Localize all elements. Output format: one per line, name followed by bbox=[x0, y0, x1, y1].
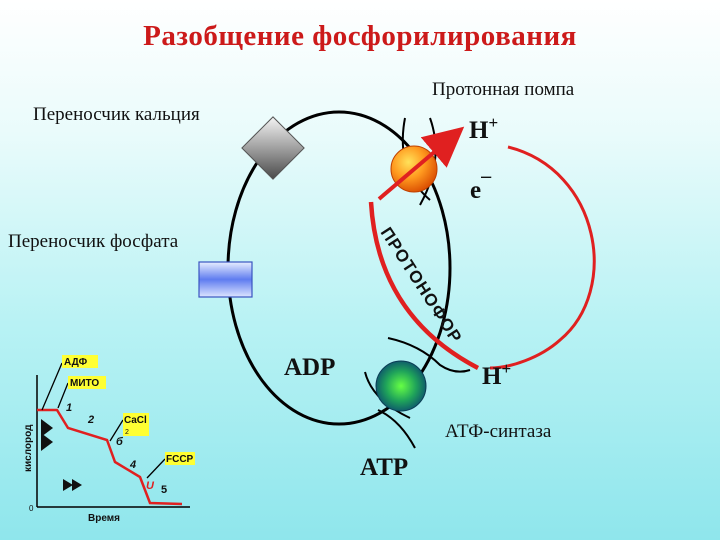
atp-label: ATP bbox=[360, 454, 409, 481]
tag-fccp: FCCP bbox=[166, 454, 194, 465]
page-title: Разобщение фосфорилирования bbox=[143, 20, 577, 52]
oxygen-trace bbox=[37, 408, 183, 506]
electron-label: e– bbox=[470, 165, 492, 204]
calcium-carrier bbox=[241, 116, 305, 180]
tag-fccp-bg bbox=[165, 452, 195, 465]
tag-cacl-subscript: 2 bbox=[125, 429, 129, 436]
segment-1: 1 bbox=[66, 402, 72, 414]
synthase-band-lower bbox=[377, 409, 416, 449]
adp-label: ADP bbox=[284, 354, 336, 381]
segment-3: б bbox=[116, 436, 124, 448]
calcium-carrier-label: Переносчик кальция bbox=[33, 104, 200, 125]
segment-u: U bbox=[146, 480, 155, 492]
inset-origin: 0 bbox=[29, 504, 34, 513]
vertical-scale-arrow-icon bbox=[41, 419, 53, 437]
time-scale-arrow-2-icon bbox=[72, 479, 82, 491]
atp-synthase bbox=[375, 360, 427, 412]
time-scale-arrow-icon bbox=[63, 479, 73, 491]
inset-y-label: кислород bbox=[23, 424, 34, 472]
segment-5: 5 bbox=[161, 484, 167, 496]
oxygen-trace-inset: АДФ МИТО CaCl 2 FCCP 1 2 б 4 U 5 кислоро… bbox=[23, 355, 195, 524]
pointer-fccp bbox=[146, 458, 166, 479]
pointer-mito bbox=[57, 382, 69, 409]
proton-pump-label: Протонная помпа bbox=[432, 79, 575, 100]
pointer-adp bbox=[41, 362, 63, 411]
atp-synthase-label: АТФ-синтаза bbox=[445, 421, 552, 442]
pump-arrow bbox=[377, 126, 465, 201]
vertical-scale-arrow-lower-icon bbox=[41, 433, 53, 451]
segment-2: 2 bbox=[87, 414, 94, 426]
phosphate-carrier bbox=[198, 261, 253, 298]
synthase-band-upper bbox=[387, 337, 471, 373]
tag-adp-bg bbox=[62, 355, 98, 368]
inset-x-label: Время bbox=[88, 513, 120, 524]
tag-cacl-bg bbox=[123, 413, 149, 436]
phosphate-carrier-label: Переносчик фосфата bbox=[8, 231, 179, 252]
tag-adp: АДФ bbox=[64, 357, 88, 368]
proton-return-arc bbox=[489, 145, 596, 370]
pointer-cacl bbox=[109, 419, 124, 442]
segment-4: 4 bbox=[129, 459, 136, 471]
h-plus-top: H+ bbox=[469, 113, 498, 144]
h-plus-bottom: H+ bbox=[482, 359, 511, 390]
tag-mito-bg bbox=[68, 376, 106, 389]
tag-mito: МИТО bbox=[70, 378, 99, 389]
protonophore-path bbox=[368, 201, 480, 370]
tag-cacl: CaCl bbox=[124, 415, 147, 426]
